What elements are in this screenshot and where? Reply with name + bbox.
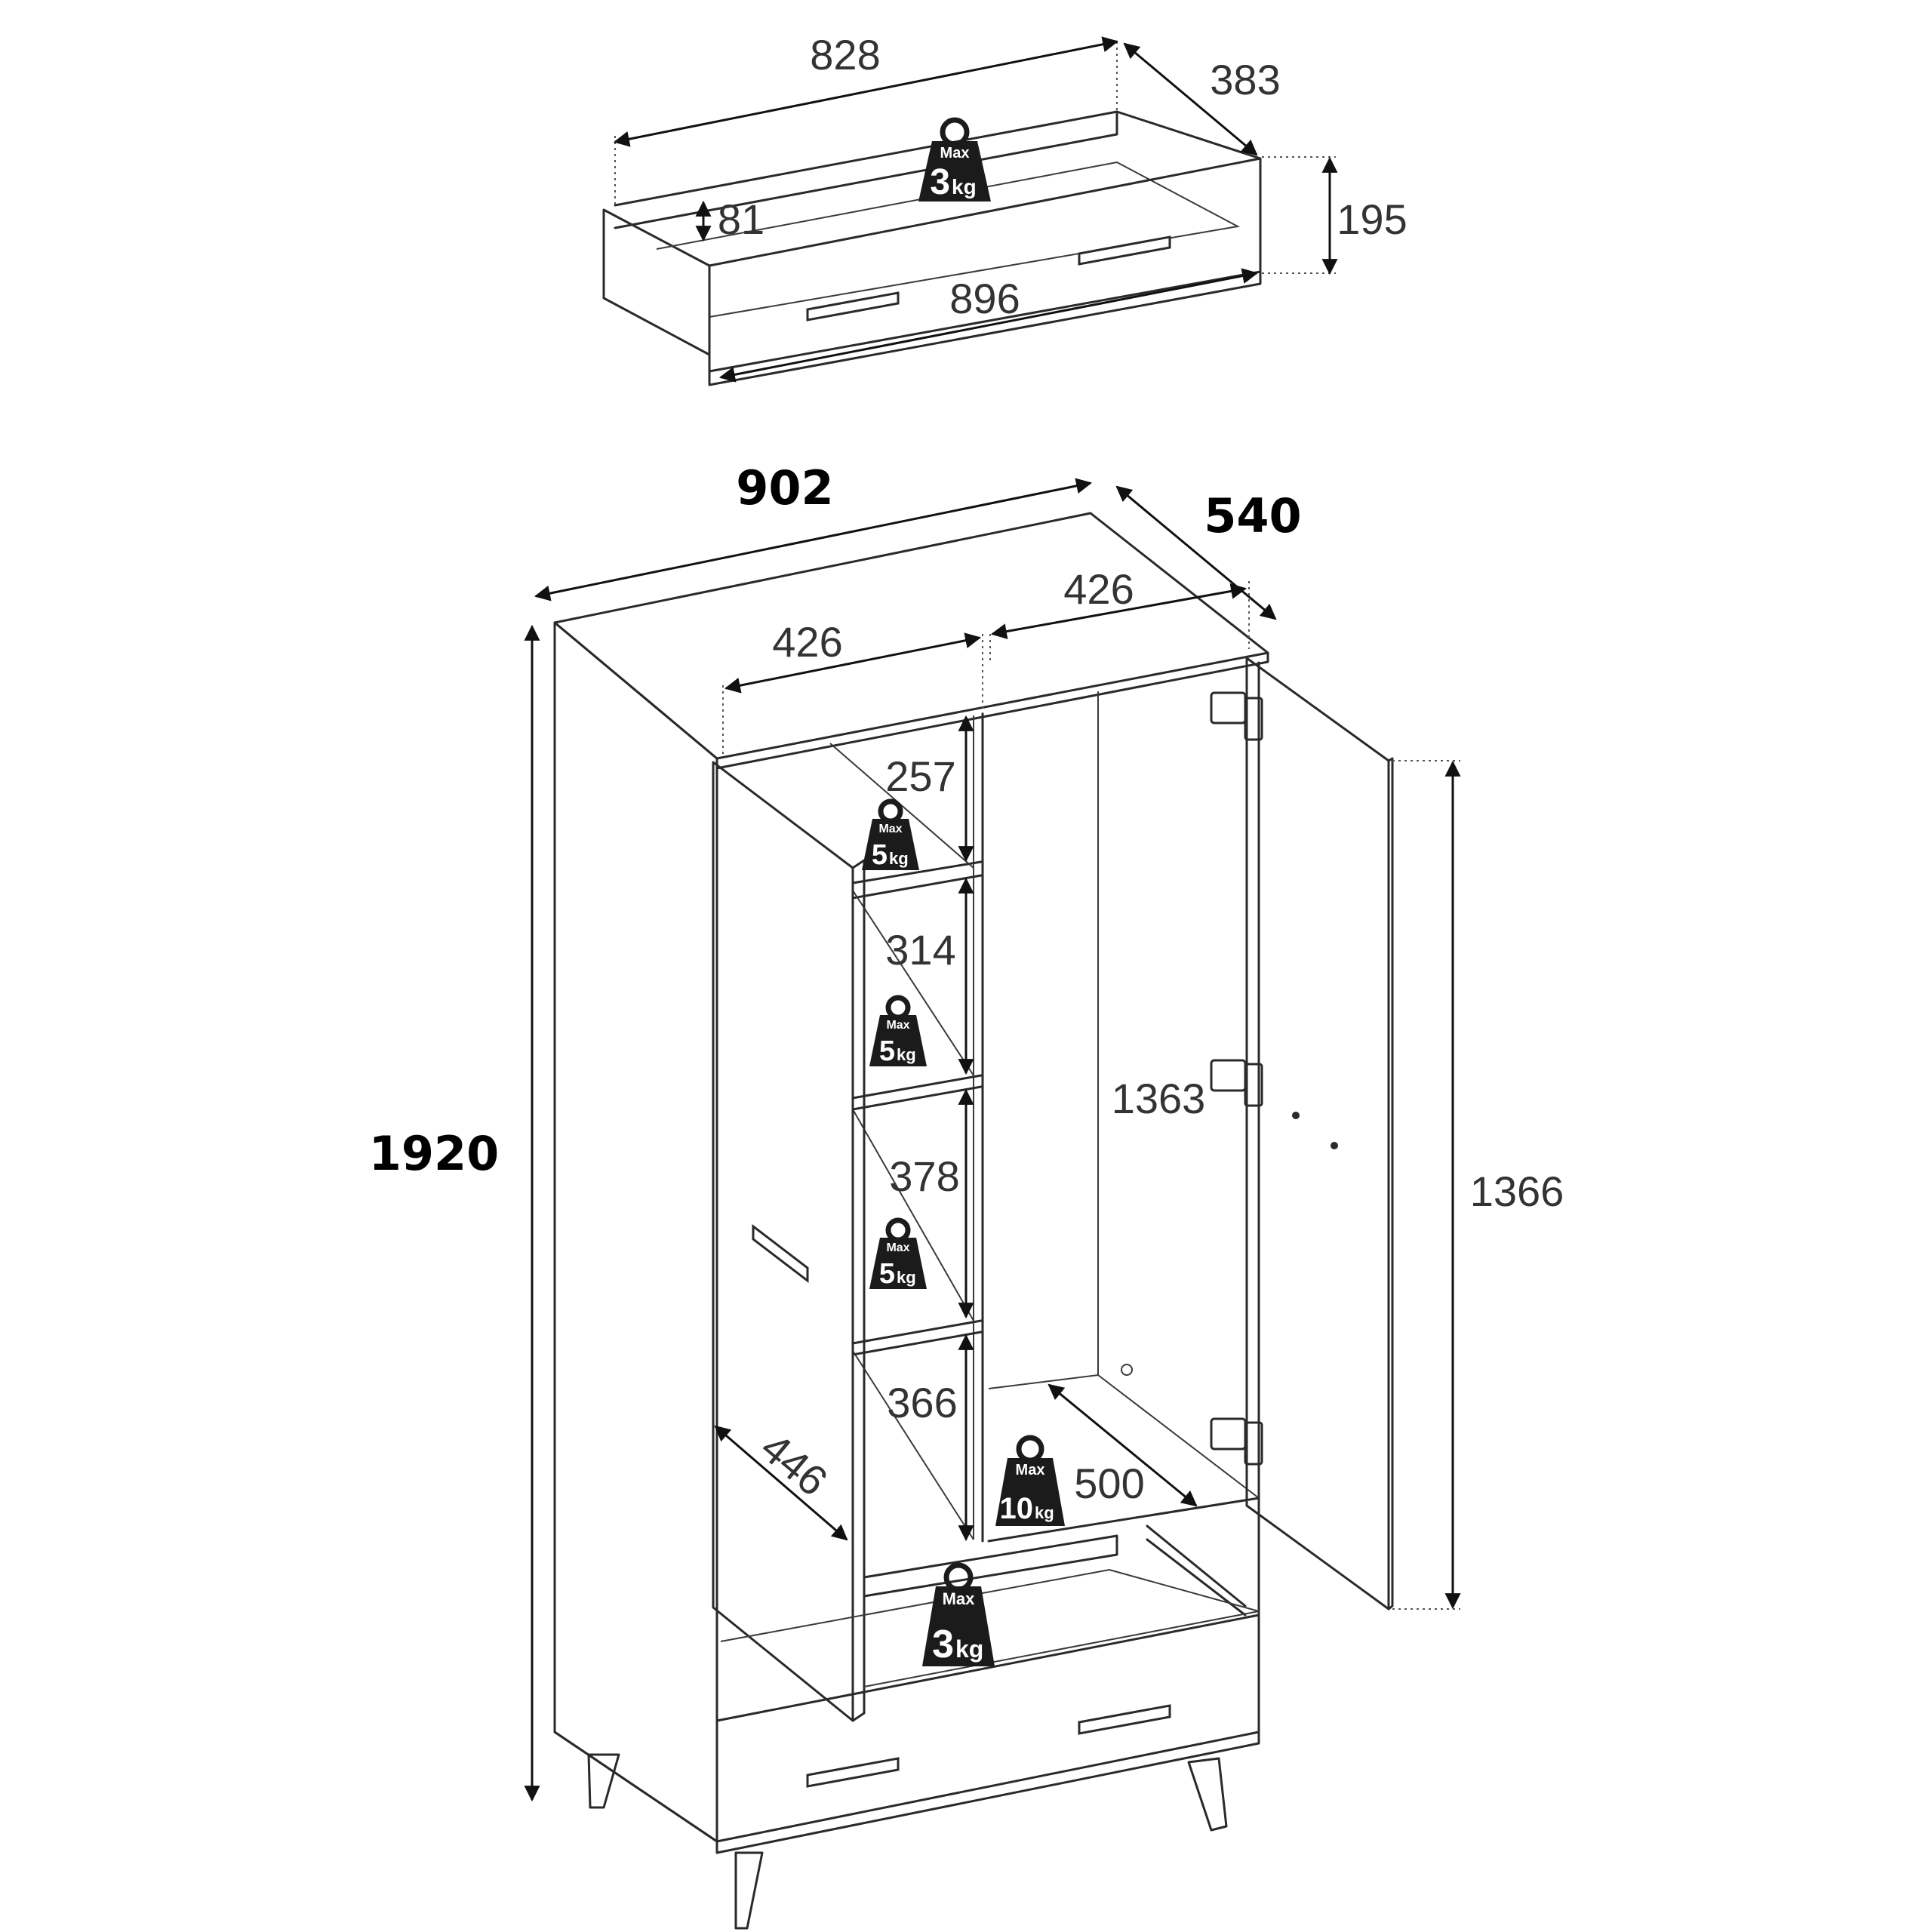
wardrobe-bottom-shelf-right [987,1497,1260,1543]
dim-drawer-inner-height: 81 [718,195,764,243]
dim-hanging-height: 1363 [1112,1075,1206,1122]
shelf-3 [851,1319,983,1345]
dim-line-hanging-depth [1048,1383,1198,1507]
svg-text:Max: Max [886,1019,909,1032]
drawer-side-panel [602,208,711,356]
svg-text:10: 10 [1000,1492,1034,1525]
wardrobe-drawing: 902 540 1920 426 426 1366 1363 500 446 2… [369,460,1564,1930]
weight-icon: Max 5 kg [869,995,927,1067]
svg-text:kg: kg [955,1635,983,1663]
dim-shelf-depth: 446 [752,1423,836,1505]
dim-shelf-gap-3: 378 [889,1152,959,1200]
dim-total-height: 1920 [369,1126,500,1181]
dim-line-top-right-width [990,583,1247,640]
leg-front-left [734,1851,764,1930]
shelf-1 [851,860,983,884]
dim-door-height: 1366 [1470,1168,1564,1215]
dim-line-drawer-width [613,36,1119,147]
drawer-handle-left [806,291,900,321]
screw-hole [1121,1364,1133,1376]
dim-line-total-width [534,478,1093,601]
dim-line-drawer-depth [1123,42,1258,156]
dim-line-total-depth [1115,485,1277,620]
svg-text:Max: Max [1016,1462,1045,1478]
lower-drawer-bottom [720,1568,1260,1687]
lower-drawer-handle-right [1078,1704,1171,1735]
dim-total-width: 902 [736,460,833,515]
weight-value: 3 [930,162,950,202]
dim-drawer-front-width: 896 [949,275,1020,322]
lower-drawer-handle-left [806,1757,900,1788]
weight-icon: Max 5 kg [869,1217,927,1290]
svg-text:kg: kg [897,1045,916,1064]
dim-line-top-left-width [724,632,982,694]
svg-text:5: 5 [879,1035,895,1067]
shelf-2 [851,1074,983,1100]
svg-text:Max: Max [886,1241,909,1254]
dim-top-left-width: 426 [772,618,842,666]
drawer-runner [1146,1524,1247,1607]
svg-text:kg: kg [889,849,909,868]
dim-total-depth: 540 [1204,488,1301,543]
dim-line-shelf-depth [714,1425,848,1541]
weight-icon: Max 3 kg [922,1562,995,1666]
leg-back-left [587,1753,620,1809]
dim-shelf-gap-2: 314 [885,926,955,974]
dim-shelf-gap-1: 257 [885,752,955,800]
dim-top-right-width: 426 [1063,565,1134,613]
dim-drawer-depth: 383 [1210,56,1280,103]
drawer-right-edge [1115,110,1262,160]
svg-text:kg: kg [897,1268,916,1287]
weight-icon: Max 3 kg [918,117,991,202]
lower-drawer-back [863,1534,1118,1598]
dim-hanging-depth: 500 [1074,1460,1144,1507]
wardrobe-top-edge [715,651,1269,770]
left-door-handle [752,1223,809,1284]
hinge-top [1210,691,1263,741]
dim-shelf-gap-4: 366 [887,1379,957,1426]
drawer-handle-right [1078,235,1171,266]
weight-icon: Max 10 kg [995,1435,1065,1526]
hinge-middle [1210,1059,1263,1107]
leg-front-right [1187,1757,1228,1832]
svg-text:Max: Max [878,823,902,835]
wardrobe-top-panel [553,512,1269,760]
svg-text:5: 5 [872,839,888,871]
weight-max-label: Max [940,145,970,162]
hinge-bottom [1210,1417,1263,1466]
svg-text:3: 3 [932,1623,954,1666]
weight-icon: Max 5 kg [862,798,919,871]
dim-line-drawer-front-width [718,268,1259,383]
weight-unit: kg [952,175,977,198]
svg-text:kg: kg [1035,1503,1054,1522]
dim-drawer-height: 195 [1337,195,1407,243]
right-door [1245,657,1390,1611]
dim-drawer-width: 828 [810,31,880,78]
left-door [712,761,854,1722]
drawer-detail-drawing: 828 383 195 81 896 Max 3 kg [602,31,1407,386]
svg-text:5: 5 [879,1258,895,1290]
wardrobe-left-side [553,621,718,1843]
drawer-back-panel [614,110,1118,229]
svg-text:Max: Max [943,1589,976,1608]
